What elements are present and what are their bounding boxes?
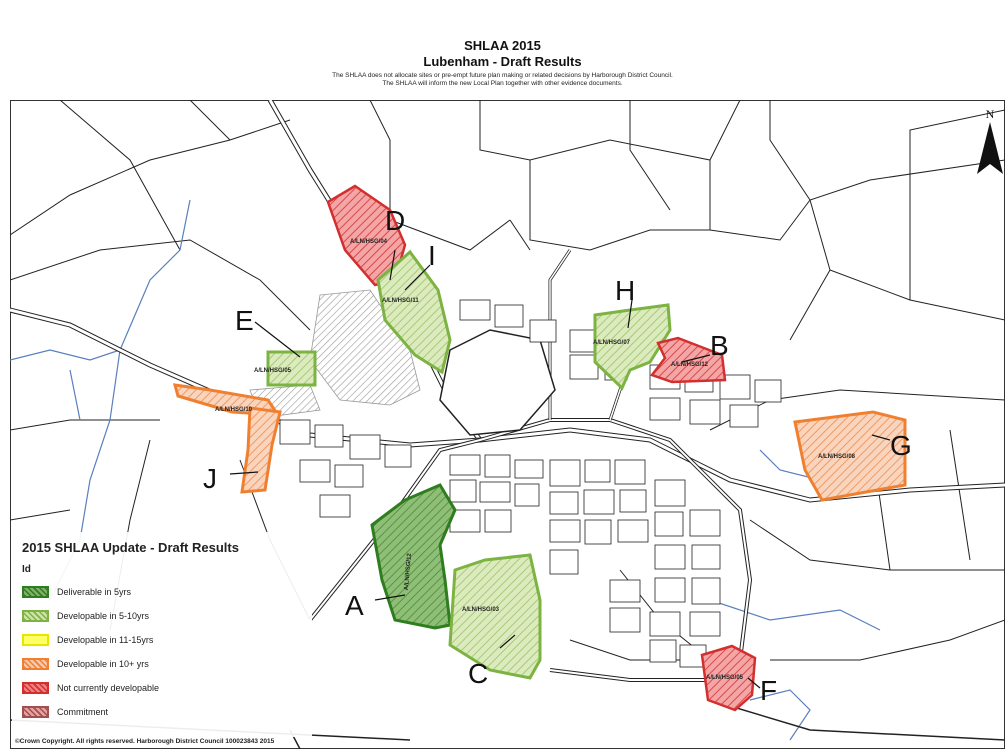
- legend-item: Developable in 5-10yrs: [22, 608, 149, 624]
- map-subtitle: Lubenham - Draft Results: [423, 54, 582, 69]
- site-code-c: A/LN/HSG/03: [462, 607, 500, 613]
- site-polygon-a[interactable]: [370, 483, 457, 630]
- site-letter-f: F: [760, 675, 777, 706]
- map-title: SHLAA 2015: [464, 38, 541, 53]
- map-legend: 2015 SHLAA Update - Draft Results Id Del…: [12, 532, 312, 737]
- site-polygon-c[interactable]: [448, 553, 542, 680]
- legend-label: Commitment: [57, 707, 109, 717]
- site-letter-g: G: [890, 430, 912, 461]
- north-arrow-icon: [977, 122, 1003, 174]
- site-polygon-f[interactable]: [700, 644, 757, 712]
- site-letter-b: B: [710, 330, 729, 361]
- legend-label: Not currently developable: [57, 683, 160, 693]
- site-code-e: A/LN/HSG/05: [254, 368, 292, 374]
- legend-item: Deliverable in 5yrs: [22, 584, 131, 600]
- site-code-d: A/LN/HSG/04: [350, 239, 388, 245]
- site-letter-i: I: [428, 240, 436, 271]
- north-arrow: N: [975, 107, 1005, 183]
- legend-label: Developable in 10+ yrs: [57, 659, 149, 669]
- legend-item: Developable in 10+ yrs: [22, 656, 149, 672]
- site-letter-e: E: [235, 305, 254, 336]
- legend-swatch: [22, 610, 49, 622]
- site-letter-j: J: [203, 463, 217, 494]
- legend-item: Developable in 11-15yrs: [22, 632, 153, 648]
- site-polygon-i[interactable]: [376, 249, 452, 375]
- legend-label: Developable in 5-10yrs: [57, 611, 150, 621]
- site-code-i: A/LN/HSG/11: [382, 298, 419, 304]
- site-code-a: A/LN/HSG/12: [404, 552, 413, 590]
- site-letter-d: D: [385, 205, 405, 236]
- legend-swatch: [22, 658, 49, 670]
- legend-label: Developable in 11-15yrs: [57, 635, 154, 645]
- map-header: SHLAA 2015 Lubenham - Draft Results The …: [0, 0, 1005, 100]
- site-letter-c: C: [468, 658, 488, 689]
- leader-lines: [229, 249, 891, 689]
- legend-id-label: Id: [22, 564, 31, 575]
- site-polygon-h[interactable]: [593, 303, 672, 391]
- site-letter-h: H: [615, 275, 635, 306]
- legend-item: Commitment: [22, 704, 108, 720]
- legend-label: Deliverable in 5yrs: [57, 587, 132, 597]
- site-polygon-j[interactable]: [240, 406, 282, 494]
- legend-swatch: [22, 682, 49, 694]
- site-code-f: A/LN/HSG/05: [706, 675, 744, 681]
- site-letter-a: A: [345, 590, 364, 621]
- north-label: N: [986, 108, 995, 121]
- legend-swatch: [22, 634, 49, 646]
- disclaimer-line-2: The SHLAA will inform the new Local Plan…: [382, 80, 623, 87]
- site-code-b: A/LN/HSG/12: [671, 362, 709, 368]
- site-code-j: A/LN/HSG/10: [215, 407, 253, 413]
- site-polygon-g[interactable]: [793, 410, 907, 502]
- disclaimer-line-1: The SHLAA does not allocate sites or pre…: [332, 72, 673, 79]
- legend-item: Not currently developable: [22, 680, 159, 696]
- site-polygon-e[interactable]: [266, 350, 317, 387]
- legend-title: 2015 SHLAA Update - Draft Results: [22, 540, 239, 555]
- site-code-g: A/LN/HSG/08: [818, 454, 856, 460]
- site-code-h: A/LN/HSG/07: [593, 340, 631, 346]
- legend-swatch: [22, 586, 49, 598]
- legend-swatch: [22, 706, 49, 718]
- copyright-notice: ©Crown Copyright. All rights reserved. H…: [12, 737, 278, 746]
- oval-open-space: [439, 329, 556, 436]
